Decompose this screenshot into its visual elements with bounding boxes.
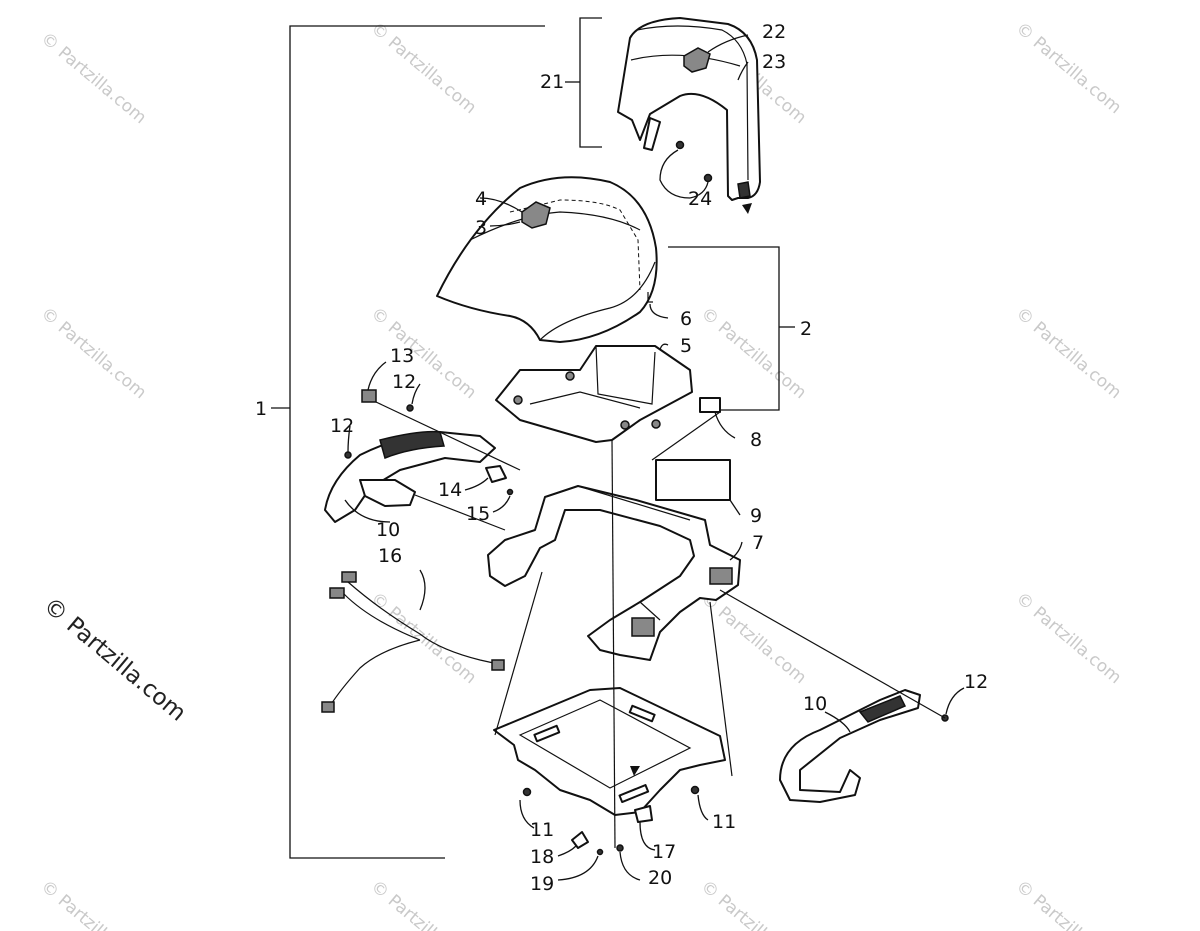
watermark-main: © Partzilla.com	[38, 593, 191, 727]
callout-20: 20	[648, 867, 672, 889]
watermark-faint: © Partzilla.com	[37, 29, 150, 129]
callout-23: 23	[762, 51, 786, 73]
arrow-marker-backrest	[742, 203, 752, 214]
callout-12-top: 12	[392, 371, 416, 393]
callout-labels: 1 2 3 4 5 6 7 8 9 10 10 11 11 12 12 12 1…	[255, 21, 988, 895]
callout-10-right: 10	[803, 693, 827, 715]
latch-17	[634, 805, 653, 823]
nut-11	[522, 787, 532, 797]
watermark-faint: © Partzilla.com	[1012, 304, 1125, 404]
clip-6	[647, 292, 653, 303]
callout-15: 15	[466, 503, 490, 525]
seat-mount-bracket	[493, 687, 726, 816]
callout-13: 13	[390, 345, 414, 367]
arrow-marker-bracket	[630, 766, 640, 776]
callout-16: 16	[378, 545, 402, 567]
callout-24: 24	[688, 188, 712, 210]
watermark-faint: © Partzilla.com	[697, 589, 810, 689]
callout-18: 18	[530, 846, 554, 868]
decal-9	[655, 459, 731, 501]
callout-14: 14	[438, 479, 462, 501]
callout-22: 22	[762, 21, 786, 43]
callout-11-right: 11	[712, 811, 736, 833]
nut-11	[690, 785, 700, 795]
watermark-faint: © Partzilla.com	[367, 877, 480, 931]
watermark-faint: © Partzilla.com	[697, 877, 810, 931]
grab-handle-left	[324, 430, 507, 523]
screw-19	[596, 848, 604, 856]
backrest	[617, 17, 761, 201]
watermark-faint: © Partzilla.com	[1012, 589, 1125, 689]
bracket-13	[361, 389, 377, 403]
screw-12	[344, 451, 352, 459]
wiring-harness-16	[321, 571, 505, 713]
watermark-faint: © Partzilla.com	[367, 589, 480, 689]
callout-5: 5	[680, 335, 692, 357]
callout-12-mid: 12	[330, 415, 354, 437]
bracket-seat-2	[668, 246, 795, 411]
bracket-backrest-21	[565, 17, 602, 148]
hardware-small	[344, 389, 949, 856]
watermark-faint: © Partzilla.com	[37, 304, 150, 404]
seat-decal	[521, 201, 551, 229]
nut-20	[616, 844, 624, 852]
callout-12-right: 12	[964, 671, 988, 693]
screw-15	[506, 488, 514, 496]
callout-6: 6	[680, 308, 692, 330]
callout-1: 1	[255, 398, 267, 420]
watermark-faint: © Partzilla.com	[367, 19, 480, 119]
clip-18	[571, 831, 589, 849]
watermark-faint: © Partzilla.com	[367, 304, 480, 404]
bracket-assembly-1	[271, 25, 545, 859]
callout-10-left: 10	[376, 519, 400, 541]
watermark-faint: © Partzilla.com	[37, 877, 150, 931]
callout-19: 19	[530, 873, 554, 895]
watermark-faint: © Partzilla.com	[1012, 877, 1125, 931]
callout-21: 21	[540, 71, 564, 93]
seat-cushion	[436, 176, 658, 343]
callout-7: 7	[752, 532, 764, 554]
callout-3: 3	[475, 217, 487, 239]
watermark-faint: © Partzilla.com	[1012, 19, 1125, 119]
watermark-faint: © Partzilla.com	[697, 304, 810, 404]
grab-handle-right	[779, 689, 921, 803]
seat-base-5	[495, 345, 693, 443]
seat-frame-7	[487, 485, 741, 661]
leader-lines	[344, 34, 965, 881]
backrest-decal	[683, 47, 711, 73]
decal-8	[699, 397, 721, 413]
callout-8: 8	[750, 429, 762, 451]
assembly-lines	[375, 401, 946, 849]
callout-17: 17	[652, 841, 676, 863]
backrest-screws	[675, 140, 713, 183]
callout-2: 2	[800, 318, 812, 340]
callout-9: 9	[750, 505, 762, 527]
callout-4: 4	[475, 188, 487, 210]
screw-12	[406, 404, 414, 412]
callout-11-left: 11	[530, 819, 554, 841]
